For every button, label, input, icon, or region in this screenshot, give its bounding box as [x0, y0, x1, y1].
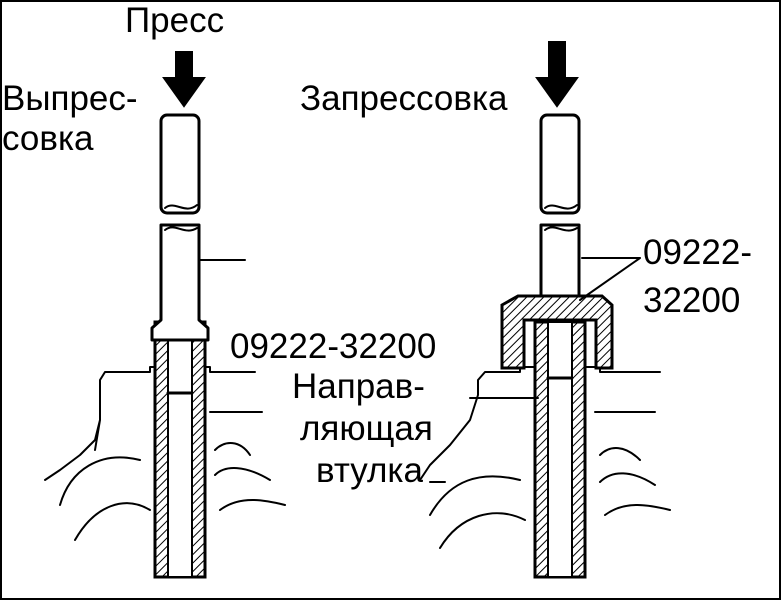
- right-guide-bore: [547, 321, 573, 578]
- tool-number-right-line1: 09222-: [643, 233, 752, 272]
- left-assembly: [44, 51, 286, 579]
- right-tool-rod-upper: [539, 113, 581, 215]
- right-rod-break-bottom: [544, 226, 578, 232]
- pressing-out-label-line1: Выпрес-: [2, 79, 138, 118]
- tool-number-left: 09222-32200: [230, 327, 436, 366]
- left-rod-break-top: [164, 204, 198, 210]
- right-tool-leader: [579, 257, 641, 301]
- right-tool-rod-lower: [539, 223, 581, 298]
- right-rod-break-top: [544, 204, 578, 210]
- pressing-out-label-line2: совка: [2, 119, 94, 158]
- left-head-curves: [59, 411, 286, 541]
- left-rod-break-bottom: [164, 226, 198, 232]
- pressing-in-label: Запрессовка: [300, 79, 508, 118]
- guide-label-line3: втулка: [316, 451, 423, 490]
- left-guide-bore: [167, 321, 193, 578]
- guide-leader: [429, 397, 539, 483]
- right-head-curves: [429, 411, 671, 549]
- tool-number-right-line2: 32200: [643, 281, 740, 320]
- left-tool-rod-lower: [150, 223, 210, 342]
- left-press-arrow: [162, 51, 206, 108]
- left-cylinder-head-outline: [44, 366, 256, 481]
- left-tool-rod-upper: [159, 113, 201, 215]
- guide-label-line1: Направ-: [292, 367, 425, 406]
- right-press-arrow: [535, 41, 579, 108]
- right-assembly: [419, 41, 671, 579]
- guide-label-line2: ляющая: [300, 409, 433, 448]
- press-label: Пресс: [125, 1, 224, 40]
